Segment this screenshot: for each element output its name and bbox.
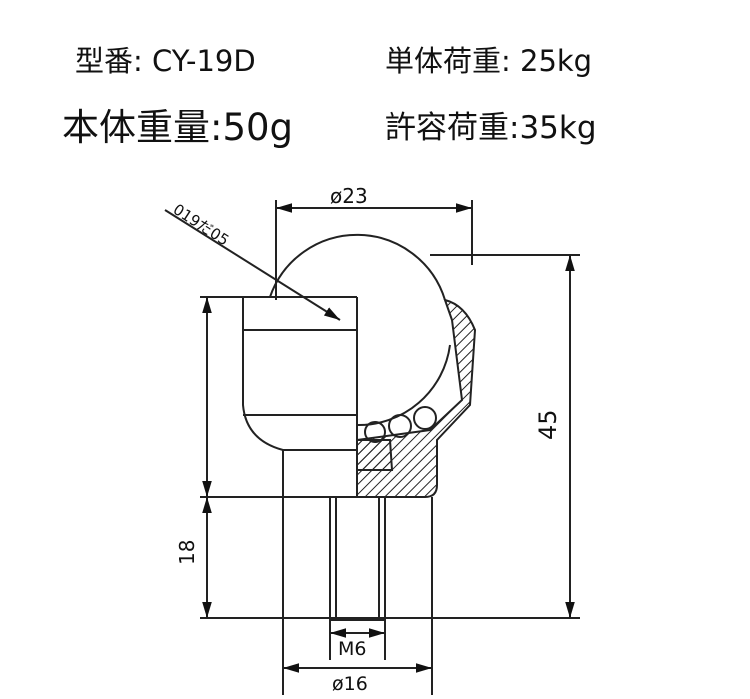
ball-diameter-leader (164, 209, 341, 321)
bearing-ball (388, 414, 412, 438)
stud-length-label: 18 (175, 540, 199, 565)
thread-label: M6 (338, 638, 366, 660)
ball (269, 233, 446, 301)
allowable-load: 許容荷重:35kg (385, 110, 597, 146)
bearing-ball (364, 421, 386, 443)
base-diameter-label: ø16 (332, 673, 368, 695)
threaded-stud (329, 496, 386, 621)
height-label: 45 (534, 409, 562, 440)
ball-diameter-label: 019だ05 (170, 200, 232, 249)
body-weight: 本体重量:50g (62, 106, 294, 149)
body-left (242, 296, 358, 497)
unit-load: 単体荷重: 25kg (385, 44, 593, 78)
outer-diameter-label: ø23 (330, 184, 368, 208)
model-number: 型番: CY-19D (75, 44, 256, 78)
housing-inner-section (356, 439, 394, 471)
neck (282, 450, 357, 498)
bearing-ball (413, 406, 437, 430)
ball-lower-arc (356, 344, 451, 427)
